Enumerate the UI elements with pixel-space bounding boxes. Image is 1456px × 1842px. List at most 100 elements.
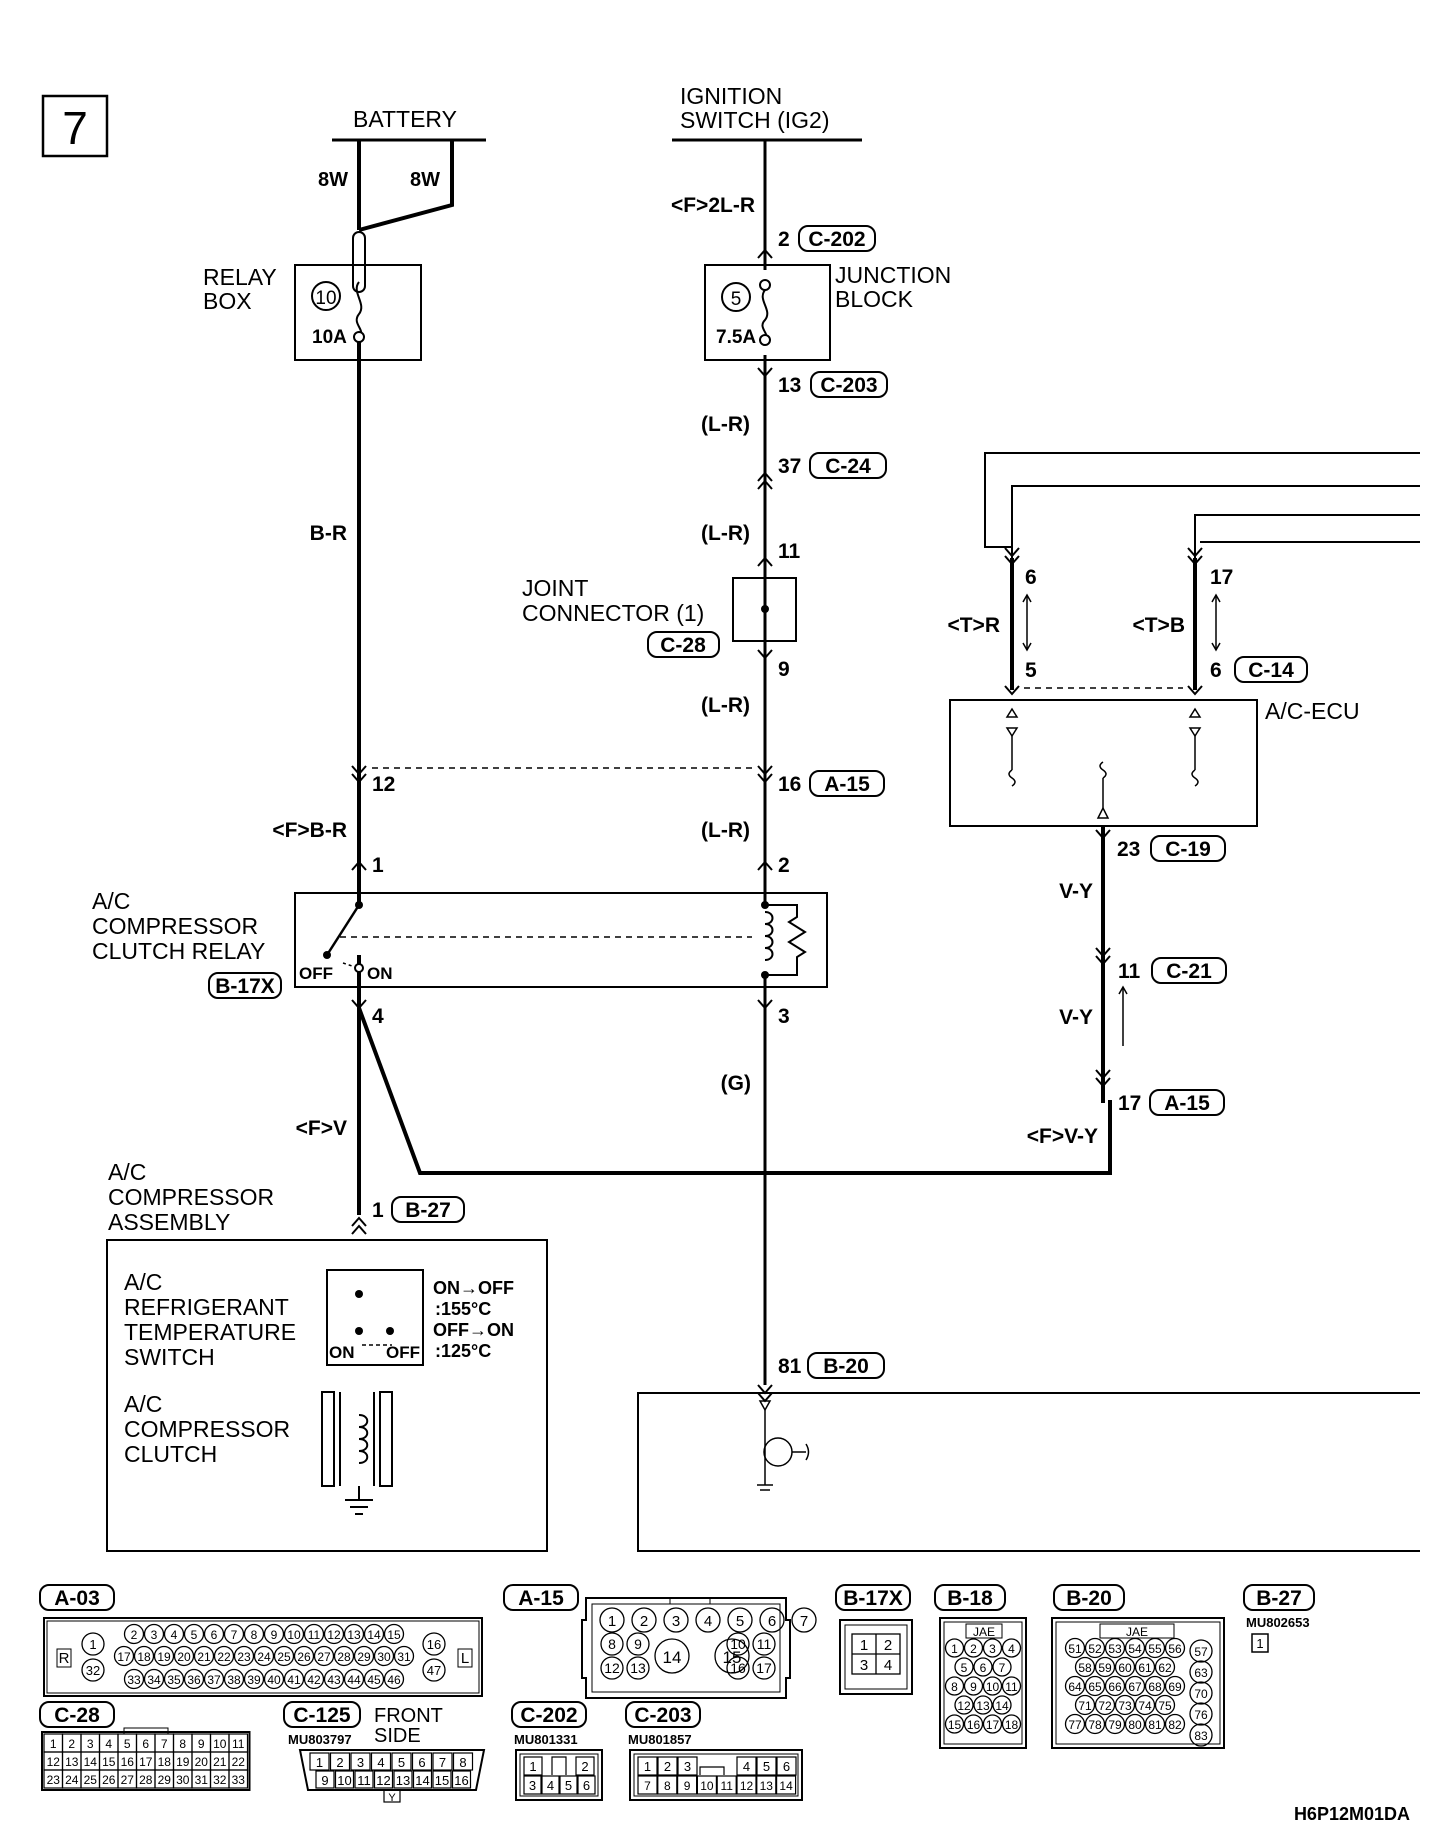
- a03-pin: 29: [357, 1650, 371, 1664]
- b18-pin: 5: [961, 1661, 968, 1675]
- b20-pin: 78: [1088, 1718, 1102, 1732]
- a03-pin: 39: [247, 1673, 261, 1687]
- c203-pin: 9: [684, 1779, 691, 1793]
- c28-pin: 21: [213, 1755, 227, 1769]
- t-b-label: <T>B: [1132, 614, 1185, 637]
- splice-dot-icon: [761, 605, 769, 613]
- c28-pin: 6: [142, 1737, 149, 1751]
- junction-block: [704, 264, 831, 361]
- a-c-ecu-label: A/C-ECU: [1265, 698, 1360, 724]
- legend-c-203-part: MU801857: [628, 1732, 692, 1747]
- junction-fuse-number-circle: [721, 282, 751, 312]
- b20-pin: 69: [1168, 1680, 1182, 1694]
- a03-r-marker: R: [59, 1650, 70, 1667]
- a03-pin: 14: [367, 1628, 381, 1642]
- c28-pin: 2: [68, 1737, 75, 1751]
- c125-pin: 14: [415, 1773, 429, 1788]
- c125-pin: 7: [439, 1755, 446, 1770]
- a03-pin: 8: [251, 1628, 258, 1642]
- b18-pin: 13: [976, 1699, 990, 1713]
- relay-on-label: ON: [367, 964, 393, 983]
- b17x-pin: 4: [884, 1657, 892, 1674]
- b20-pin: 70: [1194, 1687, 1208, 1701]
- c28-pin: 27: [121, 1773, 135, 1787]
- clutch-plate-icon: [321, 1391, 335, 1487]
- f-2l-r-label: <F>2L-R: [671, 194, 755, 217]
- c28-pin: 15: [102, 1755, 116, 1769]
- b20-pin: 60: [1118, 1661, 1132, 1675]
- t-r-label: <T>R: [947, 614, 1000, 637]
- c125-pin: 16: [454, 1773, 468, 1788]
- a15-pin: 3: [672, 1613, 680, 1630]
- a03-pin: 38: [227, 1673, 241, 1687]
- b20-pin: 72: [1098, 1699, 1112, 1713]
- junction-block-label-1: JUNCTION: [835, 262, 951, 288]
- a03-l-marker: L: [461, 1650, 469, 1667]
- a03-pin: 17: [117, 1650, 131, 1664]
- c203-pin: 5: [763, 1759, 770, 1774]
- a03-pin: 33: [127, 1673, 141, 1687]
- c125-pin: 15: [435, 1773, 449, 1788]
- spec-125: :125°C: [435, 1341, 491, 1361]
- clutch-label-2: COMPRESSOR: [124, 1416, 290, 1442]
- a15-pin: 14: [663, 1648, 682, 1667]
- f-v-label: <F>V: [296, 1117, 347, 1140]
- b18-pin: 10: [986, 1680, 1000, 1694]
- c203-pin: 14: [779, 1779, 793, 1793]
- c28-pin: 9: [198, 1737, 205, 1751]
- a15-pin: 5: [736, 1613, 744, 1630]
- a03-pin: 24: [257, 1650, 271, 1664]
- b18-pin: 17: [986, 1718, 1000, 1732]
- ecu-top-right-pin: 17: [1210, 566, 1233, 589]
- relay-box-label-2: BOX: [203, 288, 252, 314]
- v-y-label-1: V-Y: [1059, 880, 1093, 903]
- b18-pin: 3: [989, 1642, 996, 1656]
- b20-pin: 52: [1088, 1642, 1102, 1656]
- b18-pin: 11: [1005, 1680, 1018, 1694]
- clutch-label-3: CLUTCH: [124, 1441, 217, 1467]
- b17x-pin: 3: [860, 1657, 868, 1674]
- a03-pin: 36: [187, 1673, 201, 1687]
- c28-pin: 7: [161, 1737, 168, 1751]
- b18-pin: 2: [970, 1642, 977, 1656]
- a03-pin: 16: [427, 1637, 441, 1652]
- refr-switch-label-2: REFRIGERANT: [124, 1294, 289, 1320]
- b20-pin: 54: [1128, 1642, 1142, 1656]
- a03-pin: 19: [157, 1650, 171, 1664]
- a03-pin: 28: [337, 1650, 351, 1664]
- a03-pin: 45: [367, 1673, 381, 1687]
- a15-vy-pin: 17: [1118, 1092, 1141, 1115]
- b20-pin: 83: [1194, 1729, 1208, 1743]
- legend-c-125: C-125: [293, 1704, 351, 1727]
- ecu-out-pin: 23: [1117, 838, 1140, 861]
- refr-switch-label-4: SWITCH: [124, 1344, 215, 1370]
- c203-pin: 12: [740, 1779, 754, 1793]
- conn-badge-b-17x: [208, 972, 282, 999]
- refrigerant-switch-box: [326, 1269, 424, 1366]
- ecu-mid-conn: C-14: [1248, 659, 1294, 682]
- relay-coil-icon: [764, 911, 774, 961]
- a15-pin: 1: [608, 1613, 616, 1630]
- connector-arrows: [351, 248, 773, 1403]
- a03-pin: 10: [287, 1628, 301, 1642]
- joint-connector-label-2: CONNECTOR (1): [522, 600, 704, 626]
- ecu-mid-left-pin: 5: [1025, 659, 1037, 682]
- a03-pin: 23: [237, 1650, 251, 1664]
- comp-assembly-label-2: COMPRESSOR: [108, 1184, 274, 1210]
- b20-pin: 71: [1078, 1699, 1092, 1713]
- legend-b-27-part: MU802653: [1246, 1615, 1310, 1630]
- conn-badge-c-202: [798, 225, 876, 252]
- transistor-icon: [757, 1400, 810, 1491]
- a03-pin: 46: [387, 1673, 401, 1687]
- refr-switch-label-3: TEMPERATURE: [124, 1319, 296, 1345]
- c125-key: Y: [388, 1792, 396, 1804]
- c28-pin: 25: [84, 1773, 98, 1787]
- a03-pin: 21: [197, 1650, 211, 1664]
- fusible-link-icon: [352, 231, 366, 293]
- a15-left-pin: 12: [372, 773, 395, 796]
- a03-pin: 37: [207, 1673, 221, 1687]
- jc-out-pin: 9: [778, 658, 790, 681]
- a15-right-conn: A-15: [824, 773, 870, 796]
- spec-off-on: OFF→ON: [433, 1320, 514, 1340]
